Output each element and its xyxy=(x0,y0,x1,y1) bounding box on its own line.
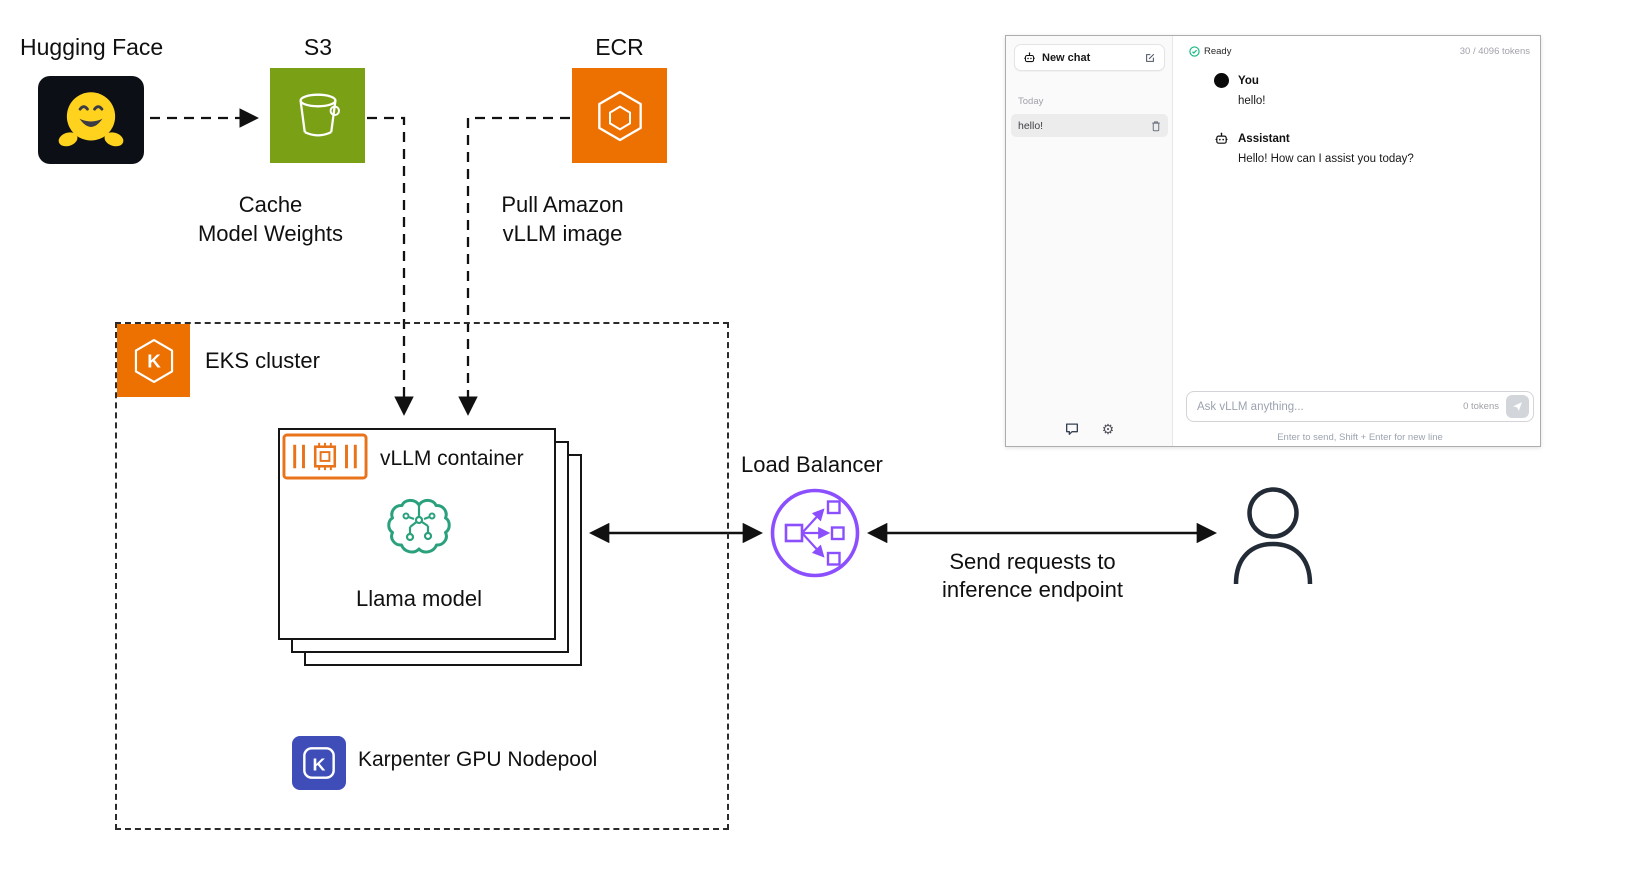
chat-header: Ready 30 / 4096 tokens xyxy=(1189,46,1530,57)
vllm-container-box: vLLM container Llama model xyxy=(278,428,556,640)
eks-icon: K xyxy=(134,338,173,383)
message-assistant: Assistant Hello! How can I assist you to… xyxy=(1214,131,1414,165)
send-button[interactable] xyxy=(1506,395,1529,418)
chat-main: Ready 30 / 4096 tokens You hello! xyxy=(1173,36,1540,446)
composer: 0 tokens xyxy=(1186,391,1534,422)
s3-label: S3 xyxy=(303,34,333,60)
s3-caption: Cache Model Weights xyxy=(197,192,344,246)
chat-history-title: hello! xyxy=(1018,119,1044,132)
composer-hint: Enter to send, Shift + Enter for new lin… xyxy=(1277,432,1443,443)
svg-text:K: K xyxy=(313,754,326,774)
s3-bucket-icon xyxy=(298,93,340,137)
user-avatar xyxy=(1214,73,1229,88)
message-text: hello! xyxy=(1238,95,1266,107)
karpenter-tile: K xyxy=(292,736,346,790)
chat-bubble-icon xyxy=(1065,423,1078,435)
eks-tile: K xyxy=(117,324,190,397)
compose-icon[interactable] xyxy=(1144,52,1156,64)
load-balancer-label: Load Balancer xyxy=(741,452,883,477)
ecr-registry-icon xyxy=(597,90,642,141)
chat-sidebar: New chat Today hello! xyxy=(1006,36,1173,446)
new-chat-button[interactable]: New chat xyxy=(1014,44,1165,71)
eks-cluster-label: EKS cluster xyxy=(205,348,320,373)
chat-history-item[interactable]: hello! xyxy=(1011,114,1168,137)
delete-chat-icon[interactable] xyxy=(1151,120,1161,132)
gear-icon: ⚙ xyxy=(1101,421,1115,437)
assistant-avatar-icon xyxy=(1215,132,1228,144)
robot-icon xyxy=(1024,52,1035,63)
karpenter-label: Karpenter GPU Nodepool xyxy=(358,748,598,771)
hugging-face-label: Hugging Face xyxy=(20,34,164,60)
message-role: Assistant xyxy=(1238,132,1290,145)
vllm-chat-window: New chat Today hello! xyxy=(1005,35,1541,447)
composer-token-counter: 0 tokens xyxy=(1463,401,1499,412)
message-user: You hello! xyxy=(1214,73,1266,107)
status-indicator: Ready xyxy=(1189,46,1231,57)
settings-button[interactable]: ⚙ xyxy=(1100,420,1117,438)
ready-check-icon xyxy=(1189,46,1200,57)
ecr-tile xyxy=(572,68,667,163)
llama-model-icon-wrap xyxy=(381,492,457,573)
history-section-label: Today xyxy=(1018,96,1044,107)
llama-model-label: Llama model xyxy=(356,586,482,611)
send-icon xyxy=(1513,402,1522,411)
user-icon xyxy=(1233,487,1313,585)
vllm-container-label: vLLM container xyxy=(380,447,524,470)
container-icon-wrap xyxy=(282,433,368,485)
ecr-label: ECR xyxy=(595,34,644,60)
chats-tab-button[interactable] xyxy=(1062,419,1082,439)
user-icon-wrap xyxy=(1227,485,1319,592)
load-balancer-icon-wrap xyxy=(769,487,861,584)
container-icon xyxy=(282,433,368,480)
message-role: You xyxy=(1238,74,1259,87)
load-balancer-icon xyxy=(770,488,860,578)
s3-tile xyxy=(270,68,365,163)
message-text: Hello! How can I assist you today? xyxy=(1238,153,1414,165)
eks-cluster-box xyxy=(115,322,729,830)
svg-text:K: K xyxy=(147,350,161,371)
status-text: Ready xyxy=(1204,46,1232,57)
karpenter-icon: K xyxy=(303,747,335,779)
llama-model-brain-icon xyxy=(387,498,451,554)
new-chat-label: New chat xyxy=(1042,51,1091,64)
hugging-face-emoji-icon xyxy=(58,92,124,147)
ecr-caption: Pull Amazon vLLM image xyxy=(501,192,624,246)
sidebar-footer: ⚙ xyxy=(1006,419,1172,439)
hugging-face-icon xyxy=(38,76,144,164)
request-caption: Send requests to inference endpoint xyxy=(941,549,1124,602)
chat-input[interactable] xyxy=(1197,400,1457,413)
token-counter: 30 / 4096 tokens xyxy=(1459,46,1530,57)
